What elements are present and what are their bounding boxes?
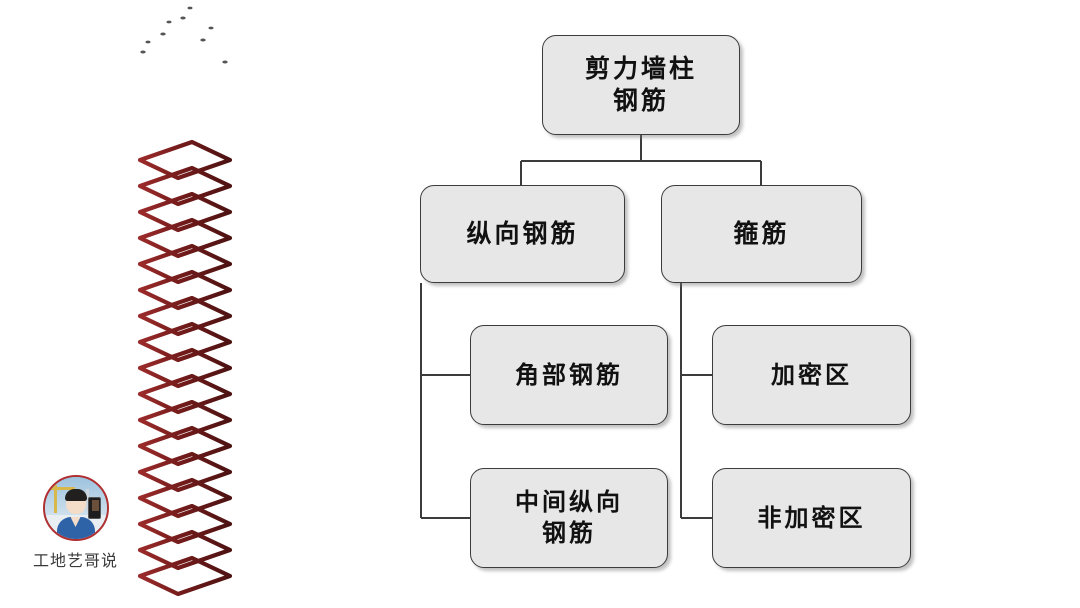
- watermark: 工地艺哥说: [18, 475, 133, 571]
- rebar-cage-illustration: [130, 0, 240, 608]
- node-non-dense-zone[interactable]: 非加密区: [712, 468, 911, 568]
- avatar: [42, 475, 109, 541]
- node-middle-longitudinal-rebar-label: 中间纵向钢筋: [515, 488, 623, 547]
- node-dense-zone-label: 加密区: [771, 360, 852, 389]
- node-root[interactable]: 剪力墙柱钢筋: [542, 35, 740, 135]
- node-stirrup[interactable]: 箍筋: [661, 185, 862, 283]
- phone-screen-icon: [91, 500, 99, 511]
- node-non-dense-zone-label: 非加密区: [757, 503, 866, 532]
- node-longitudinal-rebar-label: 纵向钢筋: [466, 219, 579, 248]
- node-corner-rebar-label: 角部钢筋: [515, 360, 623, 389]
- avatar-body: [56, 517, 95, 539]
- crane-icon: [53, 485, 57, 513]
- node-dense-zone[interactable]: 加密区: [712, 325, 911, 425]
- crane-secondary-icon: [85, 489, 89, 511]
- crane-jib-icon: [48, 487, 75, 490]
- avatar-hair: [64, 489, 87, 501]
- avatar-collar: [70, 517, 81, 527]
- rebar-cage-svg: [137, 5, 233, 608]
- node-stirrup-label: 箍筋: [733, 219, 790, 248]
- node-root-label: 剪力墙柱钢筋: [584, 54, 697, 115]
- node-longitudinal-rebar[interactable]: 纵向钢筋: [420, 185, 625, 283]
- illustration-panel: 工地艺哥说: [0, 0, 300, 608]
- watermark-label: 工地艺哥说: [32, 551, 118, 570]
- node-middle-longitudinal-rebar[interactable]: 中间纵向钢筋: [470, 468, 668, 568]
- node-corner-rebar[interactable]: 角部钢筋: [470, 325, 668, 425]
